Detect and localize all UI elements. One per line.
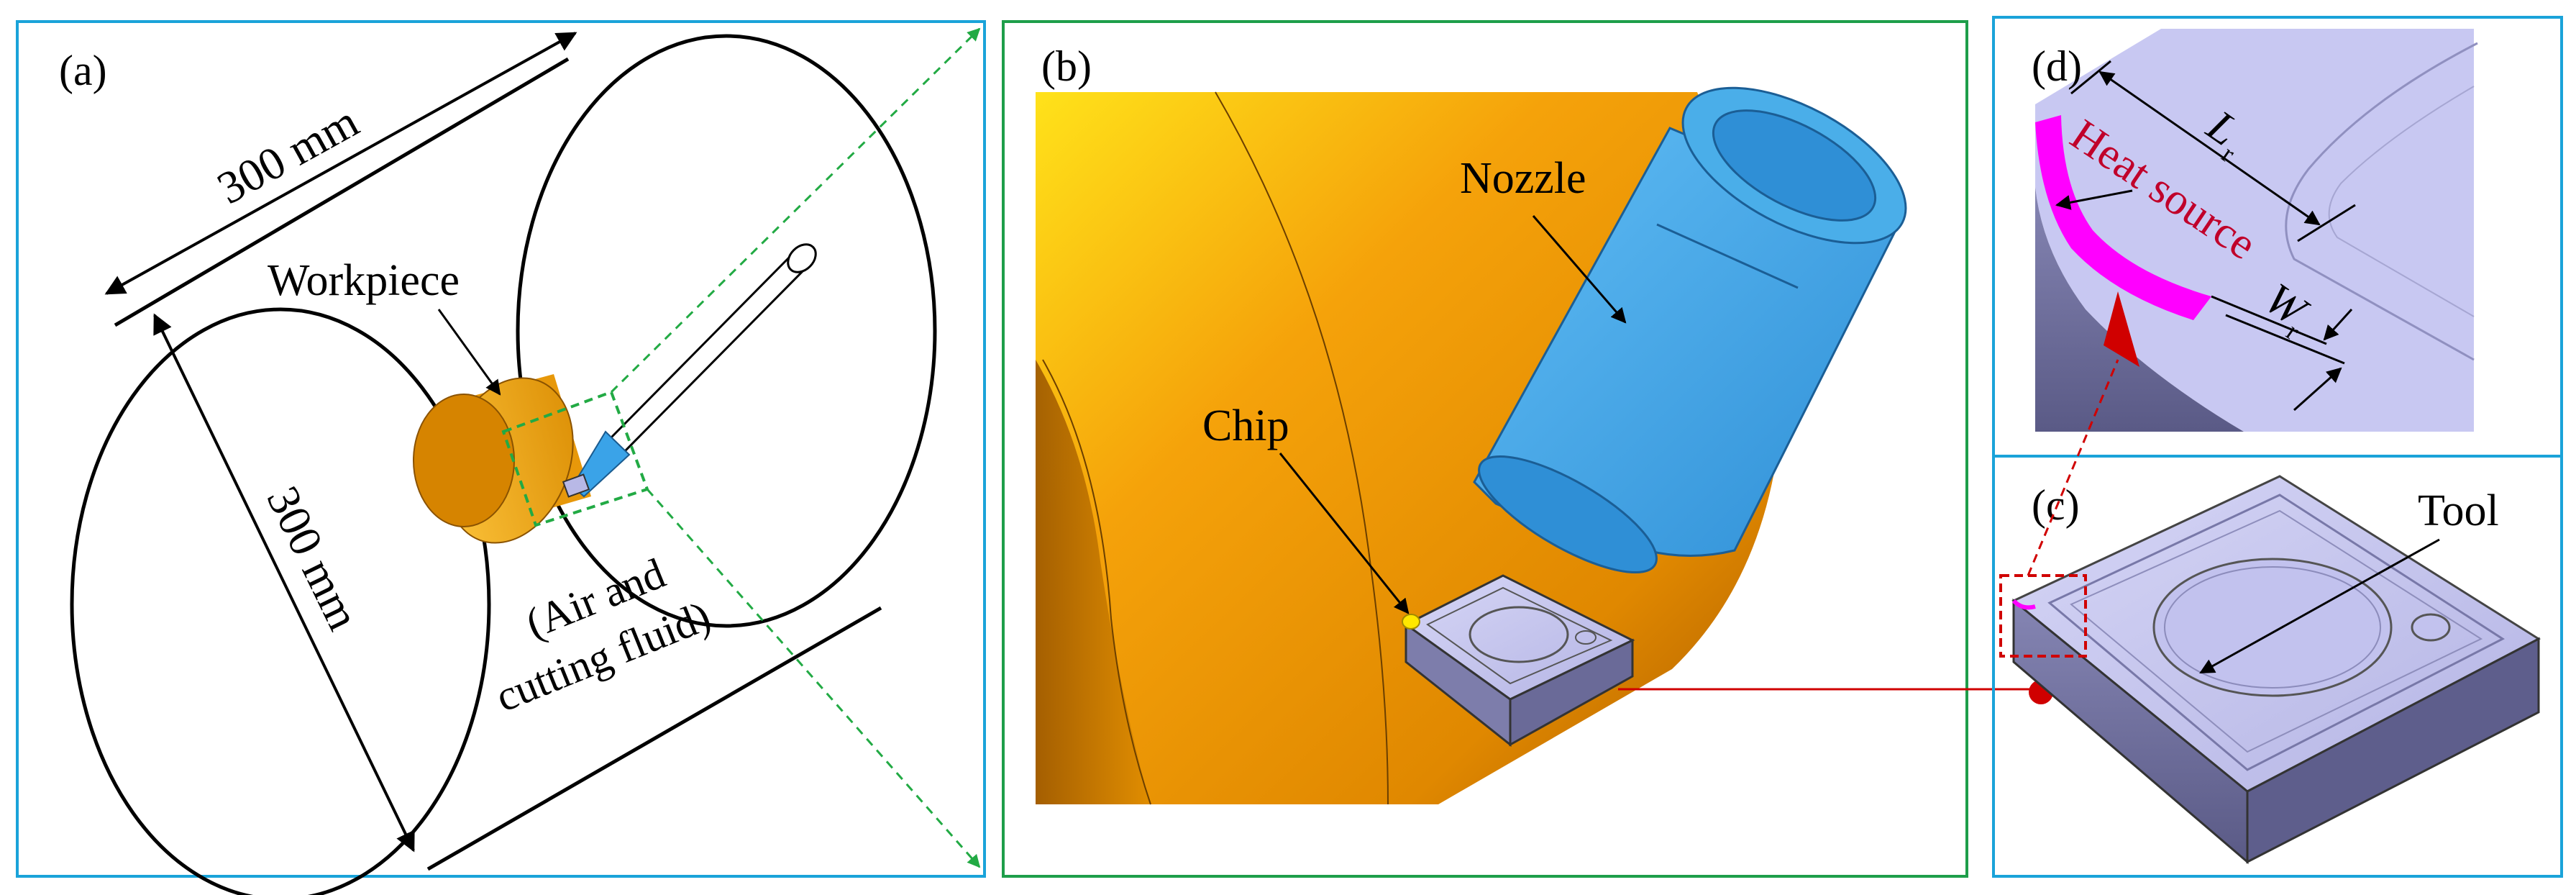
lr-dimension-arrow <box>2098 71 2321 226</box>
nozzle-leader <box>1532 215 1627 324</box>
heat-source-pointer <box>2104 291 2139 367</box>
panel-a-frame <box>16 20 986 878</box>
panel-c: (c) Tool <box>1992 455 2563 878</box>
insert-small-hole <box>2411 613 2451 642</box>
cylinder-back-end <box>516 34 937 628</box>
chip-leader <box>1279 453 1410 614</box>
dimension-arrow-diameter <box>153 313 415 853</box>
tool-flank-closeup <box>2035 187 2244 432</box>
heat-source-band <box>2035 115 2211 320</box>
panel-a-label: (a) <box>59 47 107 94</box>
workpiece-label: Workpiece <box>268 256 460 305</box>
projection-guides <box>610 27 981 868</box>
wr-arrow-lower <box>2293 367 2342 412</box>
workpiece-leader <box>437 309 501 396</box>
nozzle-pipe <box>562 243 817 498</box>
workpiece-edge-curve-2 <box>1042 359 1151 805</box>
cylinder-front-end <box>70 307 491 895</box>
panel-c-frame <box>1992 455 2563 878</box>
panel-b-frame <box>1002 20 1968 878</box>
nozzle-body <box>1473 86 1907 574</box>
wr-arrow-upper <box>2323 308 2353 341</box>
dimension-arrow-length <box>104 32 577 295</box>
insert-center-hole <box>2152 558 2393 697</box>
cylinder-bottom-edge <box>426 606 882 871</box>
nozzle-label: Nozzle <box>1460 154 1586 203</box>
dimension-label-diameter: 300 mm <box>257 478 370 637</box>
closeup-link-dashed <box>2027 359 2119 576</box>
panel-d-label: (d) <box>2032 42 2082 90</box>
tool-label: Tool <box>2418 486 2499 535</box>
tool-leader <box>2199 538 2440 674</box>
workpiece-disk <box>413 374 591 544</box>
panel-d: (d) L r Heat source W r <box>1992 16 2563 458</box>
tool-insert-small <box>1402 574 1635 748</box>
chip-marker <box>1402 614 1420 630</box>
workpiece-edge-curve <box>1215 91 1389 805</box>
panel-a: (a) 300 mm 300 mm Workpiece <box>16 20 986 895</box>
panel-c-label: (c) <box>2032 481 2080 529</box>
closeup-arrow-left <box>2055 189 2133 210</box>
closeup-region-box <box>1999 574 2087 658</box>
panel-b-label: (b) <box>1041 42 1092 90</box>
chip-label: Chip <box>1202 401 1289 450</box>
panel-b: (b) Nozzle Chip <box>1002 20 1968 878</box>
dimension-label-length: 300 mm <box>209 96 366 214</box>
